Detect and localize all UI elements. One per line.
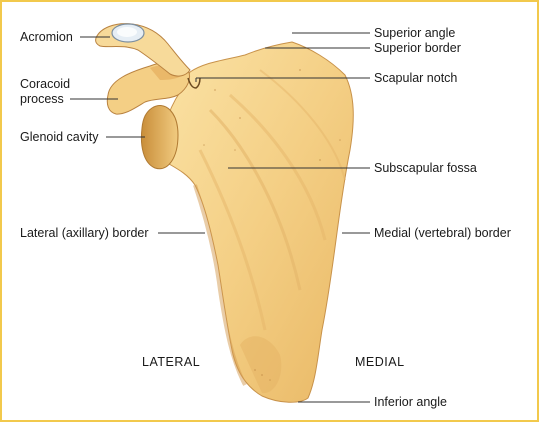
fossa-ridge — [198, 149, 267, 331]
acromion-cut-inner — [117, 27, 137, 37]
scapular-notch-shape — [187, 77, 201, 89]
label-superior-border: Superior border — [374, 41, 461, 55]
glenoid-cavity-shape — [140, 105, 179, 170]
label-inferior-angle: Inferior angle — [374, 395, 447, 409]
label-medial-border: Medial (vertebral) border — [374, 226, 511, 240]
label-acromion: Acromion — [20, 30, 73, 44]
fossa-ridge — [229, 93, 327, 241]
label-medial-side: MEDIAL — [355, 355, 405, 369]
inferior-shading — [240, 336, 282, 394]
label-glenoid-cavity: Glenoid cavity — [20, 130, 99, 144]
lateral-border-shading — [193, 184, 247, 386]
label-scapular-notch: Scapular notch — [374, 71, 458, 85]
fossa-ridge — [259, 69, 346, 181]
label-coracoid-line2: process — [20, 92, 64, 106]
label-coracoid-line1: Coracoid — [20, 77, 71, 91]
label-lateral-border: Lateral (axillary) border — [20, 226, 149, 240]
fossa-ridge — [208, 108, 302, 291]
label-subscapular-fossa: Subscapular fossa — [374, 161, 477, 175]
bone-texture — [203, 69, 341, 381]
label-superior-angle: Superior angle — [374, 26, 456, 40]
label-lateral-side: LATERAL — [142, 355, 201, 369]
